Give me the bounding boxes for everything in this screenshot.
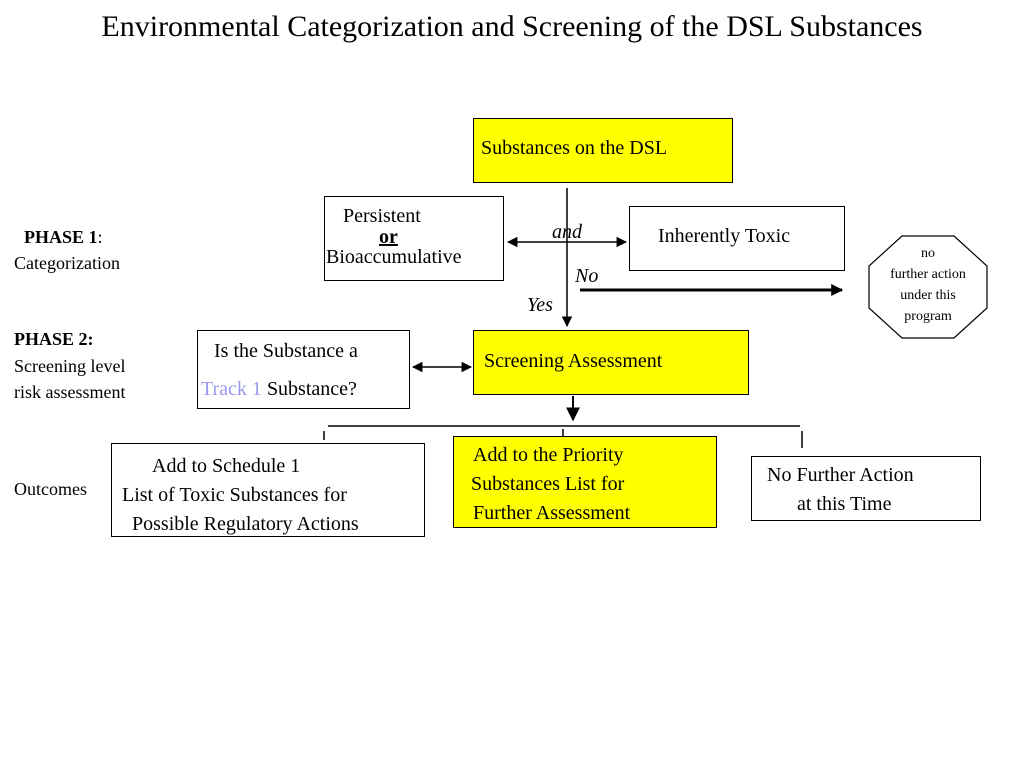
- dsl-box-label: Substances on the DSL: [481, 137, 668, 159]
- no-further-line1: No Further Action: [767, 464, 914, 486]
- no-further-line2: at this Time: [797, 493, 892, 515]
- track1-line2: Track 1 Substance?: [201, 375, 357, 403]
- phase2-heading: PHASE 2:: [14, 329, 94, 349]
- persistent-line1: Persistent: [343, 205, 421, 227]
- phase2-line2: risk assessment: [14, 382, 126, 402]
- dsl-box: Substances on the DSL: [473, 118, 733, 183]
- phase1-sublabel: Categorization: [14, 253, 120, 273]
- stop-line2: further action: [890, 267, 966, 282]
- priority-line2: Substances List for: [471, 473, 625, 495]
- phase1-colon: :: [97, 227, 103, 247]
- stop-line3: under this: [900, 288, 956, 303]
- schedule1-line1: Add to Schedule 1: [152, 455, 301, 477]
- priority-line1: Add to the Priority: [473, 444, 624, 466]
- schedule1-line2: List of Toxic Substances for: [122, 484, 347, 506]
- track1-box: Is the Substance a Track 1 Substance?: [197, 330, 410, 409]
- persistent-or: or: [379, 226, 398, 248]
- stop-line4: program: [904, 309, 952, 324]
- schedule1-box: Add to Schedule 1 List of Toxic Substanc…: [111, 443, 425, 537]
- priority-box: Add to the Priority Substances List for …: [453, 436, 717, 528]
- edge-label-and: and: [552, 221, 582, 243]
- toxic-box-label: Inherently Toxic: [658, 225, 791, 247]
- persistent-box: Persistent or Bioaccumulative: [324, 196, 504, 281]
- octagon-icon: [868, 235, 988, 339]
- edge-label-no: No: [575, 265, 599, 287]
- priority-line3: Further Assessment: [473, 502, 631, 524]
- persistent-line3: Bioaccumulative: [326, 246, 462, 268]
- edge-label-yes: Yes: [527, 294, 553, 316]
- screening-box: Screening Assessment: [473, 330, 749, 395]
- track1-highlight: Track 1: [201, 378, 262, 400]
- stop-line1: no: [921, 246, 935, 261]
- phase1-label: PHASE 1:: [24, 224, 103, 250]
- stop-sign-text: no further action under this program: [868, 243, 988, 327]
- phase2-line1: Screening level: [14, 356, 126, 376]
- outcomes-label: Outcomes: [14, 479, 87, 499]
- schedule1-line3: Possible Regulatory Actions: [132, 513, 359, 535]
- slide-title: Environmental Categorization and Screeni…: [101, 10, 923, 43]
- track1-line2-rest: Substance?: [266, 378, 357, 400]
- phase1-heading: PHASE 1: [24, 227, 98, 247]
- track1-line1: Is the Substance a: [214, 340, 358, 362]
- toxic-box: Inherently Toxic: [629, 206, 845, 271]
- no-further-action-box: No Further Action at this Time: [751, 456, 981, 521]
- screening-box-label: Screening Assessment: [484, 350, 663, 372]
- stop-sign: no further action under this program: [868, 235, 988, 339]
